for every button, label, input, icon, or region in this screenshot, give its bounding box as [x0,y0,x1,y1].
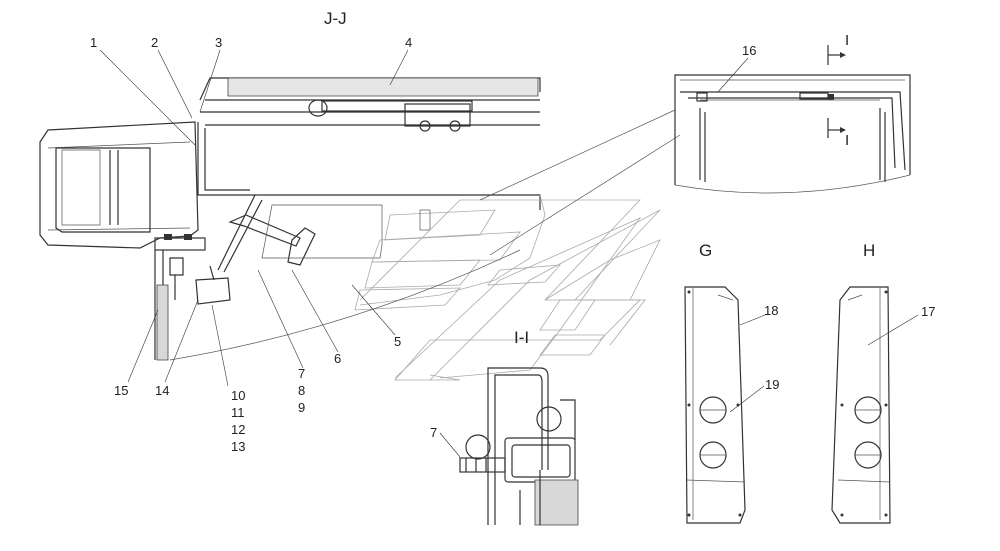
callout-7-section-ii: 7 [430,425,438,440]
callout-10: 10 [231,388,246,403]
background-chevrons [359,199,661,381]
section-ii-view [459,367,579,526]
section-marker-bottom: I [845,132,850,149]
leader-lines [99,49,919,458]
callout-1: 1 [90,35,98,50]
section-jj-title: J-J [324,9,347,28]
view-h-title: H [863,241,876,260]
view-g-title: G [699,241,713,260]
callout-13: 13 [231,439,246,454]
main-section-view [39,77,546,361]
callout-19: 19 [765,377,780,392]
view-h [831,286,891,524]
callout-5: 5 [394,334,402,349]
section-marker-top: I [845,32,850,49]
callout-12: 12 [231,422,246,437]
view-g [684,286,746,524]
callout-7: 7 [298,366,306,381]
section-ii-title: I-I [514,328,530,347]
callout-8: 8 [298,383,306,398]
callout-15: 15 [114,383,129,398]
callout-2: 2 [151,35,159,50]
callout-14: 14 [155,383,170,398]
callout-17: 17 [921,304,936,319]
detail-zoom-lines [169,109,681,361]
callout-16: 16 [742,43,757,58]
section-marker [827,45,846,138]
callout-6: 6 [334,351,342,366]
callout-18: 18 [764,303,779,318]
roof-detail-view [674,74,911,194]
callout-4: 4 [405,35,413,50]
callout-9: 9 [298,400,306,415]
callout-3: 3 [215,35,223,50]
callout-11: 11 [231,405,245,420]
